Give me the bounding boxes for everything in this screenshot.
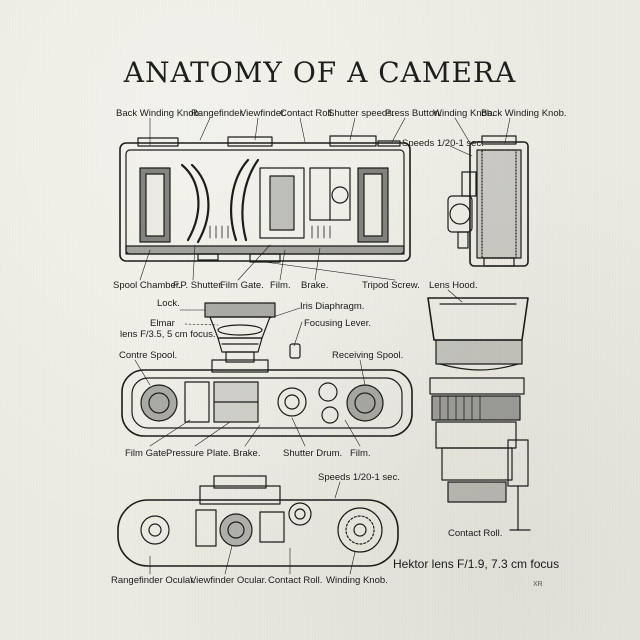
label-elmar-lens: lens F/3.5, 5 cm focus. <box>120 329 216 340</box>
camera-side-view <box>447 135 529 267</box>
label-viewfinder: Viewfinder. <box>240 108 287 119</box>
label-bottom-speeds: Speeds 1/20-1 sec. <box>318 472 400 483</box>
label-fp-shutter: F.P. Shutter. <box>173 280 224 291</box>
label-film-top: Film. <box>270 280 291 291</box>
label-lens-hood: Lens Hood. <box>429 280 478 291</box>
label-receiving-spool: Receiving Spool. <box>332 350 404 361</box>
artist-signature: XR <box>533 581 543 588</box>
label-brake-top: Brake. <box>301 280 329 291</box>
label-shutter-speeds: Shutter speeds. <box>328 108 395 119</box>
label-press-button: Press Button. <box>385 108 443 119</box>
label-contact-roll-top: Contact Roll. <box>280 108 335 119</box>
label-hektor-lens: Hektor lens F/1.9, 7.3 cm focus <box>393 557 560 571</box>
label-elmar: Elmar <box>150 318 175 329</box>
label-film-gate-top: Film Gate. <box>220 280 264 291</box>
label-winding-knob-bottom: Winding Knob. <box>326 575 388 586</box>
label-back-winding-knob-right: Back Winding Knob. <box>481 108 567 119</box>
label-rangefinder: Rangefinder. <box>191 108 245 119</box>
elmar-lens-drawing <box>179 302 303 363</box>
label-tripod-screw: Tripod Screw. <box>362 280 420 291</box>
hektor-lens-drawing <box>427 297 531 531</box>
camera-top-view <box>117 475 399 575</box>
label-contact-roll-right: Contact Roll. <box>448 528 503 539</box>
label-contact-roll-bottom: Contact Roll. <box>268 575 323 586</box>
top-leader-lines <box>149 117 511 146</box>
label-contre-spool: Contre Spool. <box>119 350 178 361</box>
section-leader-lines <box>139 244 463 303</box>
page-title: ANATOMY OF A CAMERA <box>123 56 517 89</box>
label-focusing-lever: Focusing Lever. <box>304 318 372 329</box>
label-winding-knob-top: Winding Knob. <box>433 108 495 119</box>
label-pressure-plate: Pressure Plate. <box>166 448 231 459</box>
label-brake-bottom: Brake. <box>233 448 261 459</box>
label-film-gate-bottom: Film Gate. <box>125 448 169 459</box>
camera-cutaway-top <box>119 135 411 263</box>
label-film-bottom: Film. <box>350 448 371 459</box>
label-spool-chamber: Spool Chamber. <box>113 280 182 291</box>
label-viewfinder-ocular: Viewfinder Ocular. <box>190 575 267 586</box>
label-shutter-drum: Shutter Drum. <box>283 448 343 459</box>
label-lock: Lock. <box>157 298 180 309</box>
label-side-speeds: Speeds 1/20-1 sec. <box>402 138 484 149</box>
label-back-winding-knob-left: Back Winding Knob. <box>116 108 202 119</box>
label-rangefinder-ocular: Rangefinder Ocular. <box>111 575 196 586</box>
camera-plan-view <box>121 359 413 447</box>
label-iris-diaphragm: Iris Diaphragm. <box>300 301 365 312</box>
